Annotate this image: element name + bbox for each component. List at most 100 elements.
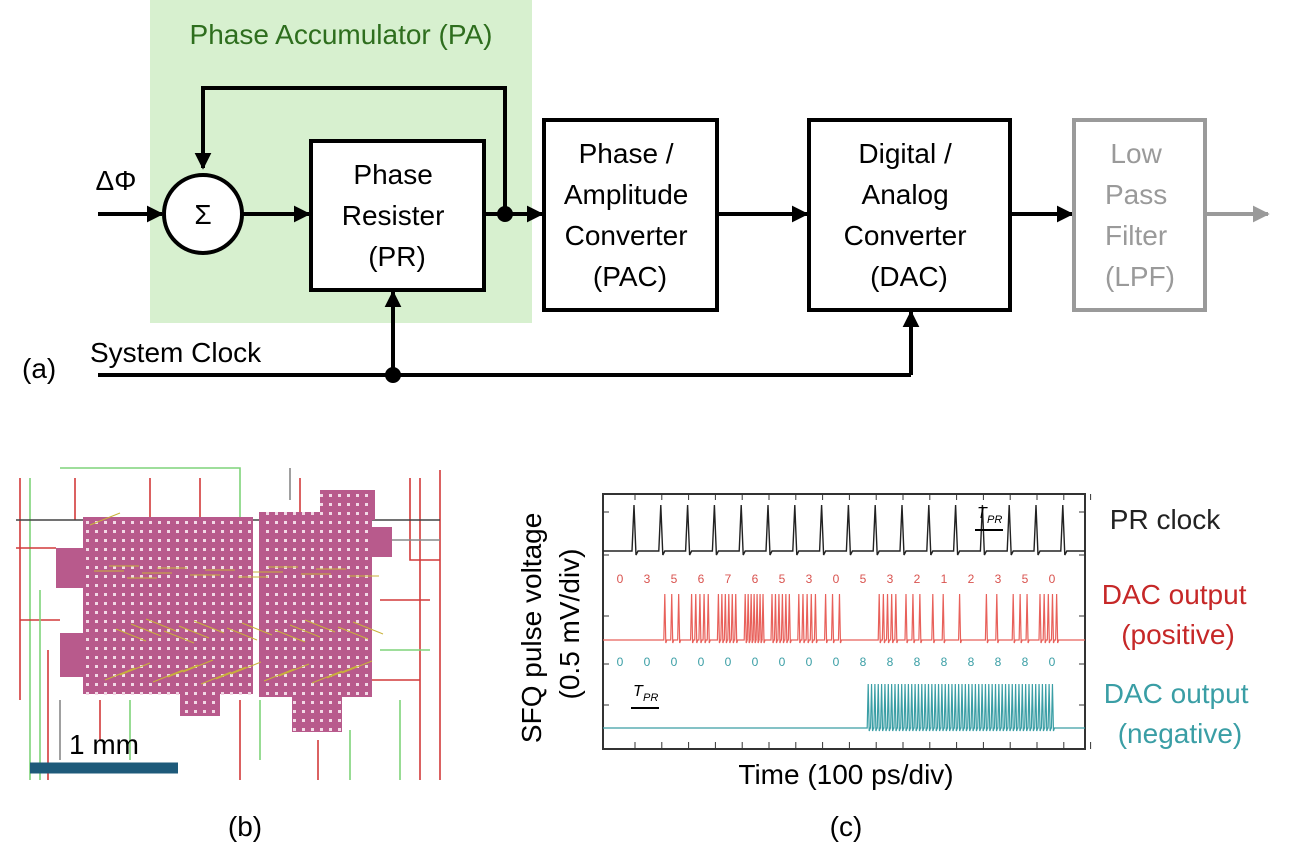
die-cell <box>356 548 359 551</box>
die-cell <box>104 629 107 632</box>
routing-segment <box>289 624 321 638</box>
die-cell <box>320 512 323 515</box>
die-cell <box>293 548 296 551</box>
die-cell <box>140 584 143 587</box>
die-cell <box>302 638 305 641</box>
die-cell <box>284 683 287 686</box>
die-cell <box>356 539 359 542</box>
die-cell <box>212 530 215 533</box>
die-cell <box>167 593 170 596</box>
routing-segment <box>241 622 273 636</box>
die-cell <box>221 611 224 614</box>
routing-segment <box>145 618 177 632</box>
die-cell <box>275 683 278 686</box>
die-cell <box>203 710 206 713</box>
die-cell <box>86 530 89 533</box>
die-cell <box>302 557 305 560</box>
die-cell <box>131 521 134 524</box>
die-cell <box>122 566 125 569</box>
die-cell <box>104 575 107 578</box>
pac-line-2: Amplitude <box>564 179 689 210</box>
die-cell <box>158 665 161 668</box>
die-cell <box>167 611 170 614</box>
die-cell <box>311 575 314 578</box>
die-cell <box>86 629 89 632</box>
die-cell <box>266 647 269 650</box>
die-cell <box>149 665 152 668</box>
die-cell <box>185 611 188 614</box>
die-cell <box>140 602 143 605</box>
die-cell <box>131 539 134 542</box>
die-cell <box>221 575 224 578</box>
pr-line-3: (PR) <box>368 241 426 272</box>
die-cell <box>311 701 314 704</box>
die-cell <box>131 548 134 551</box>
die-cell <box>293 719 296 722</box>
die-cell <box>365 539 368 542</box>
die-cell <box>185 548 188 551</box>
y-axis-label-line-2: (0.5 mV/div) <box>554 549 585 700</box>
negative-code-label: 0 <box>1049 655 1056 669</box>
die-cell <box>158 521 161 524</box>
die-cell <box>185 665 188 668</box>
die-cell <box>212 710 215 713</box>
die-cell <box>239 611 242 614</box>
die-cell <box>194 539 197 542</box>
die-cell <box>320 674 323 677</box>
die-cell <box>356 521 359 524</box>
die-cell <box>248 647 251 650</box>
die-cell <box>122 602 125 605</box>
die-cell <box>176 647 179 650</box>
junction-dot-pr-output <box>497 206 513 222</box>
die-cell <box>104 602 107 605</box>
die-cell <box>176 656 179 659</box>
caption-c: (c) <box>830 811 863 842</box>
die-cell <box>185 557 188 560</box>
die-cell <box>203 530 206 533</box>
die-cell <box>167 602 170 605</box>
die-cell <box>248 593 251 596</box>
die-cell <box>212 557 215 560</box>
die-cell <box>230 539 233 542</box>
pac-line-1: Phase / <box>579 138 674 169</box>
clock-waveform <box>603 504 1085 556</box>
positive-code-label: 3 <box>644 572 651 586</box>
die-cell <box>203 665 206 668</box>
die-cell <box>320 719 323 722</box>
die-cell <box>95 539 98 542</box>
routing-segment <box>182 659 214 673</box>
die-cell <box>365 566 368 569</box>
die-cell <box>275 611 278 614</box>
die-cell <box>338 656 341 659</box>
die-cell <box>338 719 341 722</box>
die-cell <box>176 638 179 641</box>
die-cell <box>140 566 143 569</box>
negative-code-label: 8 <box>860 655 867 669</box>
die-cell <box>320 548 323 551</box>
die-cell <box>293 620 296 623</box>
die-cell <box>329 521 332 524</box>
die-cell <box>167 539 170 542</box>
positive-code-label: 2 <box>968 572 975 586</box>
die-cell <box>86 647 89 650</box>
die-cell <box>131 674 134 677</box>
die-cell <box>239 539 242 542</box>
die-cell <box>329 530 332 533</box>
die-cell <box>176 620 179 623</box>
routing-segment <box>167 664 199 678</box>
die-cell <box>338 530 341 533</box>
dac-line-4: (DAC) <box>870 261 948 292</box>
die-cell <box>122 530 125 533</box>
die-cell <box>203 593 206 596</box>
die-cell <box>230 674 233 677</box>
die-cell <box>239 593 242 596</box>
die-cell <box>167 575 170 578</box>
die-cell <box>320 530 323 533</box>
die-cell <box>347 566 350 569</box>
die-cell <box>185 674 188 677</box>
die-cell <box>122 575 125 578</box>
die-cell <box>212 521 215 524</box>
positive-code-label: 3 <box>887 572 894 586</box>
pac-line-4: (PAC) <box>593 261 667 292</box>
die-cell <box>221 683 224 686</box>
